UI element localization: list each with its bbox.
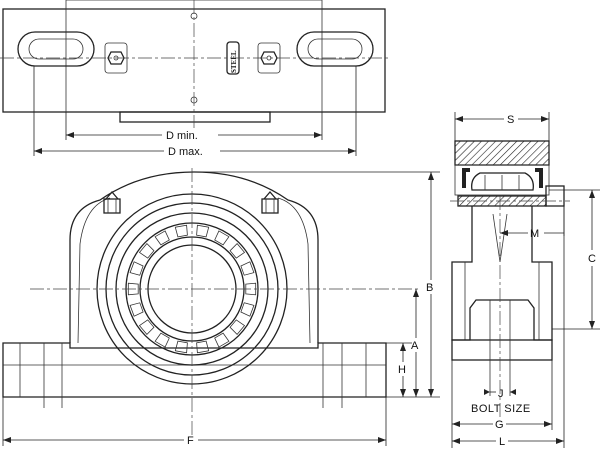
right-cap-bolt-icon: [261, 191, 279, 214]
side-view-roller: [471, 172, 534, 191]
dimension-c: C: [549, 189, 600, 330]
label-d-min: D min.: [166, 130, 198, 142]
label-l: L: [499, 436, 505, 448]
collar-tooth: [196, 340, 210, 354]
steel-stamp-text: STEEL: [230, 50, 238, 73]
collar-tooth: [127, 282, 139, 296]
collar-tooth: [245, 282, 257, 296]
collar-tooth: [214, 230, 230, 246]
collar-tooth: [129, 302, 144, 317]
left-cap-bolt-icon: [103, 191, 121, 214]
label-s: S: [507, 114, 514, 126]
collar-tooth: [174, 224, 188, 238]
label-b: B: [426, 282, 433, 294]
dimension-h: H: [386, 342, 412, 397]
collar-tooth: [138, 319, 155, 335]
label-m: M: [530, 228, 539, 240]
dimension-d-min: D min.: [66, 130, 322, 142]
side-view-pedestal: [451, 206, 553, 341]
dimension-b: B: [192, 171, 440, 398]
dimension-d-max: D max.: [34, 146, 356, 158]
collar-tooth: [229, 243, 246, 259]
label-d-max: D max.: [168, 146, 203, 158]
dimension-l: L: [452, 206, 565, 448]
locking-collar-teeth: [127, 224, 257, 354]
dimension-j: J: [484, 388, 516, 400]
collar-tooth: [240, 302, 255, 317]
side-view-cap-section: [454, 140, 550, 166]
label-a: A: [411, 340, 419, 352]
front-view: [2, 168, 418, 435]
label-j: J: [498, 388, 504, 400]
label-f: F: [187, 435, 194, 447]
left-bolt-slot: [17, 31, 95, 67]
dimension-f: F: [2, 397, 387, 447]
collar-tooth: [138, 243, 155, 259]
side-view-base: [451, 339, 553, 361]
collar-tooth: [240, 261, 255, 276]
front-view-base: [2, 342, 387, 398]
label-g: G: [495, 419, 504, 431]
collar-tooth: [174, 340, 188, 354]
top-view-housing-lip: [119, 111, 271, 123]
label-c: C: [588, 253, 596, 265]
collar-tooth: [129, 261, 144, 276]
dimension-g: G: [451, 360, 553, 448]
collar-tooth: [154, 332, 170, 348]
top-view: STEEL: [0, 0, 390, 156]
collar-tooth: [196, 224, 210, 238]
collar-tooth: [154, 230, 170, 246]
label-bolt-size: BOLT SIZE: [471, 403, 531, 415]
label-h: H: [398, 364, 406, 376]
side-view: [450, 140, 570, 420]
dimension-s: S: [454, 112, 550, 141]
dimension-a: A: [411, 289, 419, 397]
left-grease-fitting-icon: [107, 51, 125, 65]
collar-tooth: [229, 319, 246, 335]
collar-tooth: [214, 332, 230, 348]
